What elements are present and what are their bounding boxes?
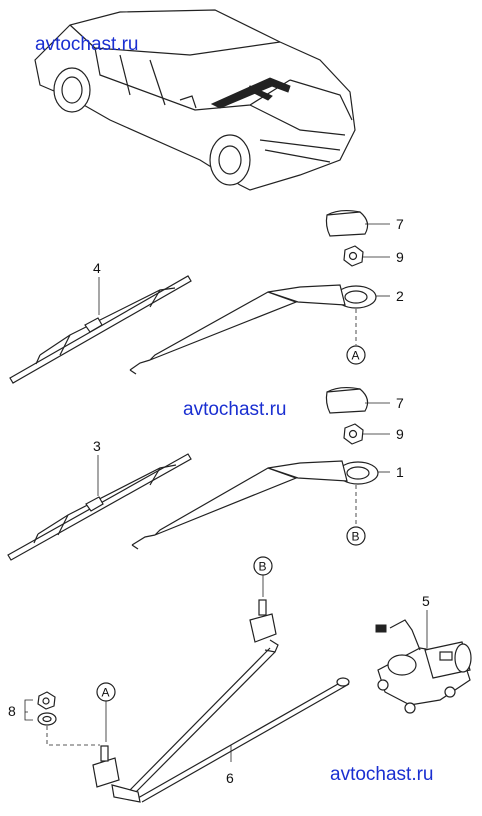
- watermark-bottom: avtochast.ru: [330, 764, 434, 785]
- callout-3: 3: [93, 438, 101, 454]
- wiper-motor: [375, 619, 472, 714]
- callout-9-lower: 9: [396, 426, 404, 442]
- nut-upper: [343, 245, 364, 267]
- car-illustration: [34, 9, 356, 191]
- callout-4: 4: [93, 260, 101, 276]
- pivot-housing-left: [92, 745, 141, 803]
- wiper-blade-upper: [9, 275, 192, 384]
- watermark-top: avtochast.ru: [35, 34, 139, 55]
- callout-7-lower: 7: [396, 395, 404, 411]
- callout-9-upper: 9: [396, 249, 404, 265]
- callout-5: 5: [422, 593, 430, 609]
- svg-text:A: A: [352, 349, 360, 363]
- connector-b-link: B: [253, 556, 273, 576]
- connector-a-link: A: [96, 682, 116, 702]
- nut-lower: [343, 423, 364, 445]
- svg-text:A: A: [102, 686, 110, 700]
- svg-text:B: B: [259, 560, 267, 574]
- wiper-blade-lower: [7, 453, 192, 561]
- linkage-rods: [129, 647, 350, 803]
- pivot-housing-right: [249, 599, 279, 653]
- callout-2: 2: [396, 288, 404, 304]
- nut-washer-pair: [37, 691, 57, 726]
- svg-text:B: B: [352, 530, 360, 544]
- callout-8: 8: [8, 703, 16, 719]
- callout-6: 6: [226, 770, 234, 786]
- wiper-arm-upper: [129, 284, 377, 375]
- callout-1: 1: [396, 464, 404, 480]
- nut-cap-lower: [325, 386, 369, 414]
- wiper-arm-lower: [131, 460, 379, 550]
- connector-a-upper: A: [346, 345, 366, 365]
- nut-cap-upper: [325, 209, 369, 237]
- callout-7-upper: 7: [396, 216, 404, 232]
- watermark-middle: avtochast.ru: [183, 399, 287, 420]
- connector-b-mid: B: [346, 526, 366, 546]
